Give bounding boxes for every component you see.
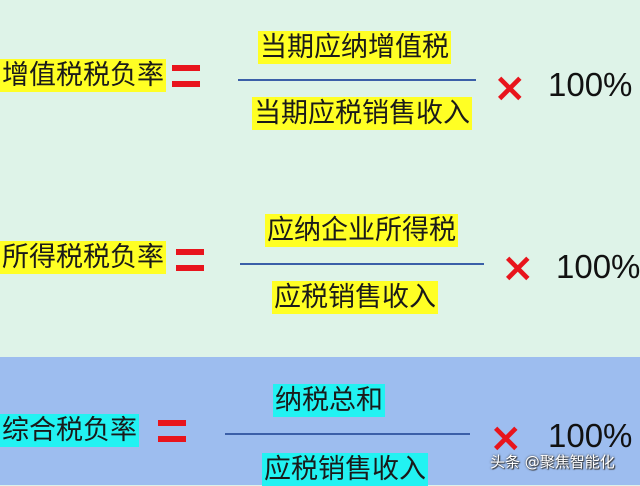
percent-factor: 100% — [556, 248, 640, 285]
fraction-line — [238, 79, 476, 81]
numerator: 纳税总和 — [273, 384, 385, 417]
multiply-icon: × — [501, 245, 535, 291]
fraction-line — [240, 263, 484, 265]
equals-sign — [158, 420, 186, 442]
multiply-icon: × — [493, 65, 527, 111]
multiply-icon: × — [489, 415, 523, 461]
denominator: 当期应税销售收入 — [252, 97, 472, 130]
formula-label: 增值税税负率 — [0, 59, 166, 92]
equals-sign — [176, 249, 204, 271]
percent-factor: 100% — [548, 417, 633, 454]
percent-factor: 100% — [548, 66, 633, 103]
formula-label: 综合税负率 — [0, 414, 139, 447]
denominator: 应税销售收入 — [272, 281, 438, 314]
equals-sign — [172, 65, 200, 87]
denominator: 应税销售收入 — [262, 453, 428, 486]
numerator: 应纳企业所得税 — [265, 214, 458, 247]
watermark: 头条 @聚焦智能化 — [490, 453, 615, 471]
formula-label: 所得税税负率 — [0, 241, 166, 274]
fraction-line — [225, 433, 470, 435]
numerator: 当期应纳增值税 — [258, 31, 451, 64]
